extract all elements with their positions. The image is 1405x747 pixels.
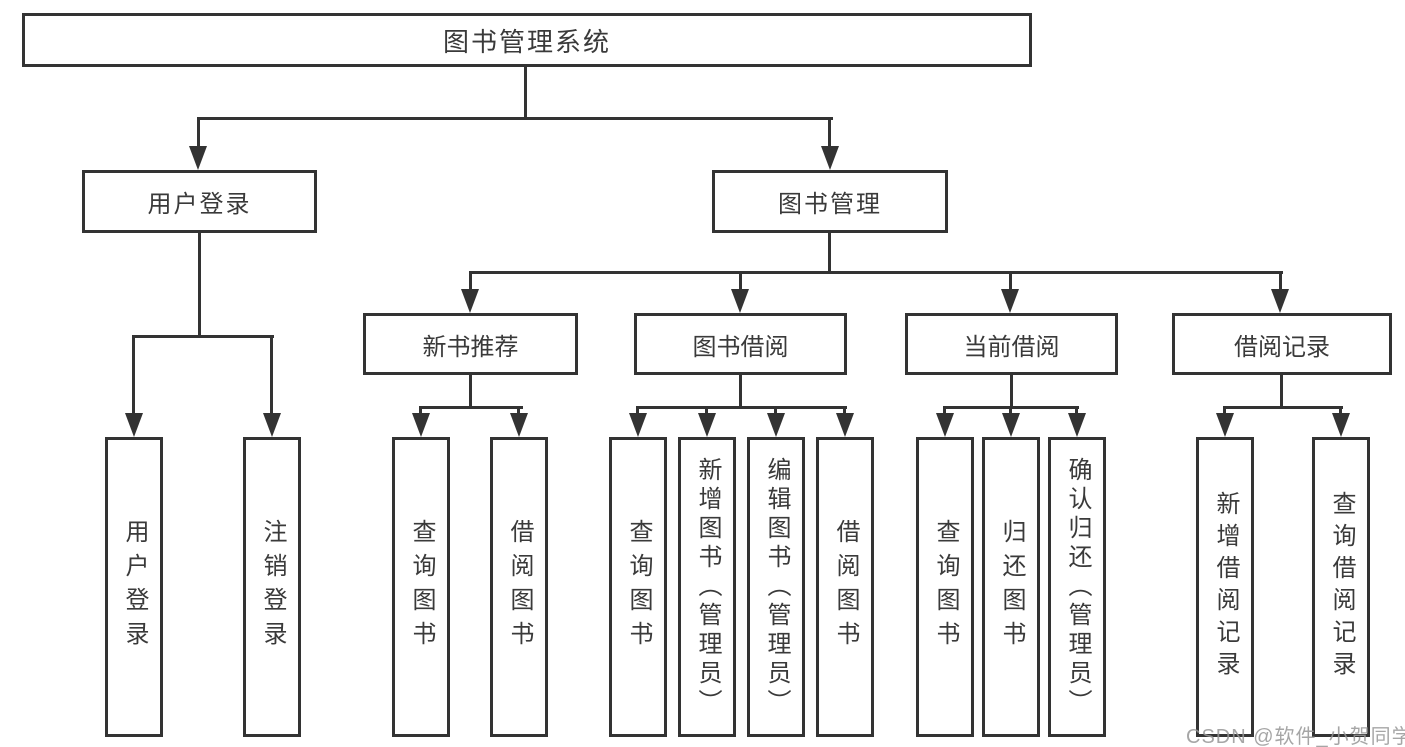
arrow-down-icon — [1332, 413, 1350, 437]
arrow-down-icon — [767, 413, 785, 437]
leaf-current-return-book: 归还图书 — [982, 437, 1040, 737]
connector-drop-book-borrow — [739, 271, 742, 292]
leaf-borrow-edit-book-admin: 编辑图书（管理员） — [747, 437, 805, 737]
leaf-logout: 注销登录 — [243, 437, 301, 737]
connector-stub — [943, 406, 946, 415]
leaf-current-confirm-return-admin-label: 确认归还（管理员） — [1064, 456, 1091, 718]
node-book-management-label: 图书管理 — [778, 191, 882, 218]
arrow-down-icon — [263, 413, 281, 437]
leaf-logout-label: 注销登录 — [259, 519, 286, 655]
leaf-borrow-query-book-label: 查询图书 — [625, 519, 652, 655]
arrow-down-icon — [412, 413, 430, 437]
leaf-records-add-record-label: 新增借阅记录 — [1212, 491, 1239, 683]
connector-book-mgmt-horizontal — [469, 271, 1283, 274]
connector-current-vertical — [1010, 375, 1013, 409]
node-root: 图书管理系统 — [22, 13, 1032, 67]
arrow-down-icon — [731, 289, 749, 313]
node-user-login: 用户登录 — [82, 170, 317, 233]
connector-borrow-horizontal — [636, 406, 847, 409]
connector-root-horizontal — [197, 117, 833, 120]
connector-drop-user-login — [197, 117, 200, 149]
connector-stub — [1339, 406, 1342, 415]
arrow-down-icon — [936, 413, 954, 437]
leaf-borrow-query-book: 查询图书 — [609, 437, 667, 737]
connector-book-mgmt-vertical — [828, 233, 831, 274]
arrow-down-icon — [821, 146, 839, 170]
connector-stub — [517, 406, 520, 415]
csdn-watermark: CSDN @软件_小贺同学 — [1186, 726, 1405, 747]
leaf-borrow-add-book-admin-label: 新增图书（管理员） — [694, 456, 721, 718]
connector-stub — [1009, 406, 1012, 415]
node-root-label: 图书管理系统 — [442, 26, 611, 57]
node-new-book-recommend-label: 新书推荐 — [422, 333, 519, 361]
node-borrow-records-label: 借阅记录 — [1234, 333, 1330, 361]
connector-stub — [1223, 406, 1226, 415]
connector-recommend-horizontal — [419, 406, 523, 409]
node-current-borrow: 当前借阅 — [905, 313, 1118, 375]
connector-drop-current-borrow — [1009, 271, 1012, 292]
connector-drop-leaf-logout — [270, 335, 273, 413]
arrow-down-icon — [1002, 413, 1020, 437]
node-book-borrow: 图书借阅 — [634, 313, 847, 375]
leaf-recommend-borrow-book: 借阅图书 — [490, 437, 548, 737]
leaf-records-query-record-label: 查询借阅记录 — [1328, 491, 1355, 683]
arrow-down-icon — [1068, 413, 1086, 437]
leaf-user-login-label: 用户登录 — [121, 519, 148, 655]
leaf-borrow-add-book-admin: 新增图书（管理员） — [678, 437, 736, 737]
connector-drop-leaf-login — [132, 335, 135, 413]
leaf-current-confirm-return-admin: 确认归还（管理员） — [1048, 437, 1106, 737]
arrow-down-icon — [461, 289, 479, 313]
leaf-records-add-record: 新增借阅记录 — [1196, 437, 1254, 737]
leaf-current-return-book-label: 归还图书 — [998, 519, 1025, 655]
connector-drop-new-book — [469, 271, 472, 292]
arrow-down-icon — [836, 413, 854, 437]
connector-borrow-vertical — [739, 375, 742, 409]
connector-drop-borrow-records — [1279, 271, 1282, 292]
leaf-borrow-borrow-book-label: 借阅图书 — [832, 519, 859, 655]
connector-records-horizontal — [1223, 406, 1343, 409]
leaf-borrow-borrow-book: 借阅图书 — [816, 437, 874, 737]
connector-stub — [774, 406, 777, 415]
leaf-recommend-borrow-book-label: 借阅图书 — [506, 519, 533, 655]
arrow-down-icon — [629, 413, 647, 437]
node-borrow-records: 借阅记录 — [1172, 313, 1392, 375]
leaf-records-query-record: 查询借阅记录 — [1312, 437, 1370, 737]
leaf-recommend-query-book-label: 查询图书 — [408, 519, 435, 655]
connector-stub — [636, 406, 639, 415]
connector-root-vertical — [524, 67, 527, 120]
arrow-down-icon — [125, 413, 143, 437]
node-new-book-recommend: 新书推荐 — [363, 313, 578, 375]
node-book-borrow-label: 图书借阅 — [692, 333, 789, 361]
connector-stub — [843, 406, 846, 415]
leaf-current-query-book-label: 查询图书 — [932, 519, 959, 655]
node-user-login-label: 用户登录 — [147, 191, 252, 218]
arrow-down-icon — [510, 413, 528, 437]
leaf-current-query-book: 查询图书 — [916, 437, 974, 737]
arrow-down-icon — [189, 146, 207, 170]
connector-drop-book-management — [828, 117, 831, 149]
arrow-down-icon — [1216, 413, 1234, 437]
connector-recommend-vertical — [469, 375, 472, 409]
node-current-borrow-label: 当前借阅 — [963, 333, 1060, 361]
leaf-borrow-edit-book-admin-label: 编辑图书（管理员） — [763, 456, 790, 718]
arrow-down-icon — [1271, 289, 1289, 313]
leaf-recommend-query-book: 查询图书 — [392, 437, 450, 737]
connector-records-vertical — [1280, 375, 1283, 409]
connector-user-login-vertical — [198, 233, 201, 338]
connector-stub — [705, 406, 708, 415]
connector-stub — [1075, 406, 1078, 415]
connector-user-login-horizontal — [132, 335, 274, 338]
connector-stub — [419, 406, 422, 415]
leaf-user-login: 用户登录 — [105, 437, 163, 737]
node-book-management: 图书管理 — [712, 170, 948, 233]
arrow-down-icon — [698, 413, 716, 437]
arrow-down-icon — [1001, 289, 1019, 313]
